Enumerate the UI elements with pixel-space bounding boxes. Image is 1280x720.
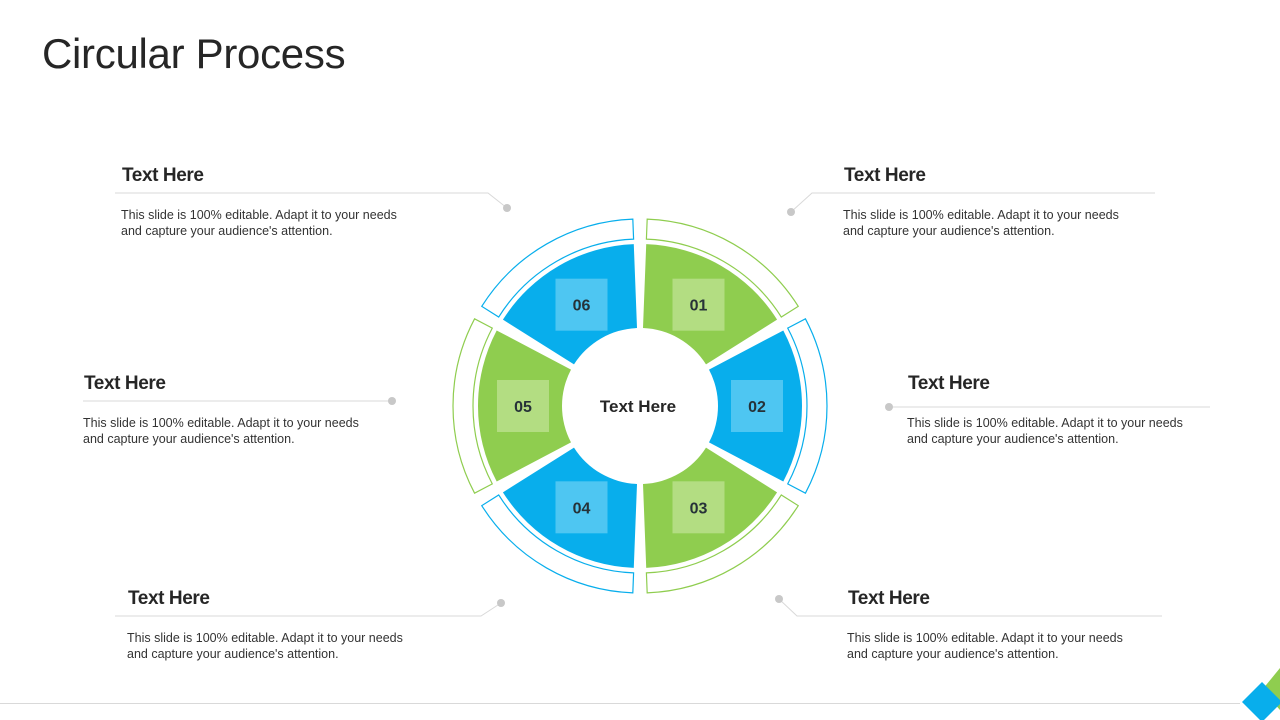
segment-number: 03 [690,500,708,517]
callout-body: This slide is 100% editable. Adapt it to… [907,416,1183,446]
center-circle [563,329,717,483]
callout-heading: Text Here [844,165,926,186]
connector-line [790,192,1155,213]
connector-dot [388,397,396,405]
segment-number: 06 [573,298,591,315]
callout-heading: Text Here [84,373,166,394]
segment-badge [497,380,549,432]
segment-badge [672,481,725,534]
outer-ring-segment [480,218,635,318]
connector-line [778,598,1162,617]
callout-04: Text Here This slide is 100% editable. A… [127,588,427,662]
callout-05: Text Here This slide is 100% editable. A… [83,373,383,447]
segment-number: 05 [514,399,532,416]
connector-dot [497,599,505,607]
callout-heading: Text Here [122,165,204,186]
callout-03: Text Here This slide is 100% editable. A… [847,588,1147,662]
connector-line [115,192,508,209]
connector-dot [787,208,795,216]
segment-badge [555,481,608,534]
callout-heading: Text Here [908,373,990,394]
connector-dot [885,403,893,411]
callout-06: Text Here This slide is 100% editable. A… [121,165,421,239]
callout-body: This slide is 100% editable. Adapt it to… [843,208,1119,238]
outer-ring-segment [645,218,800,318]
connector-dot [775,595,783,603]
callout-heading: Text Here [128,588,210,609]
outer-ring-segment [645,494,800,594]
callout-01: Text Here This slide is 100% editable. A… [843,165,1143,239]
slide-title: Circular Process [42,30,346,77]
callout-body: This slide is 100% editable. Adapt it to… [83,416,359,446]
outer-ring-segment [452,317,494,495]
callout-02: Text Here This slide is 100% editable. A… [907,373,1207,447]
callout-body: This slide is 100% editable. Adapt it to… [121,208,397,238]
segment-number: 01 [690,298,708,315]
segment-badge [731,380,783,432]
segment-badge [555,278,608,331]
footer-divider [0,703,1240,704]
callout-body: This slide is 100% editable. Adapt it to… [847,631,1123,661]
corner-decoration [1242,682,1280,720]
center-label: Text Here [600,397,676,416]
segment-number: 02 [748,399,766,416]
callout-heading: Text Here [848,588,930,609]
connector-line [115,602,502,617]
segment-number: 04 [573,500,591,517]
outer-ring-segment [786,317,828,495]
callout-body: This slide is 100% editable. Adapt it to… [127,631,403,661]
connector-dot [503,204,511,212]
outer-ring-segment [480,494,635,594]
segment-badge [672,278,725,331]
